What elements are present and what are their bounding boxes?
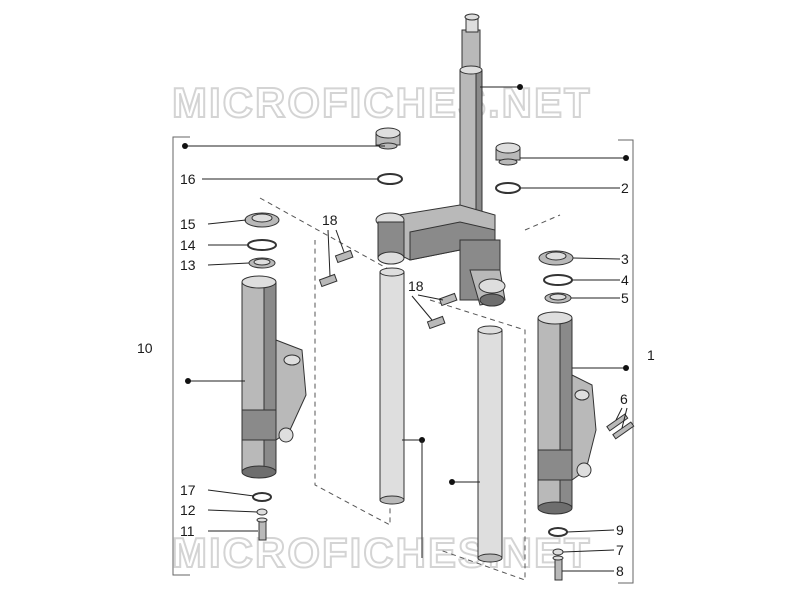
left-seal-stack-part	[244, 212, 280, 269]
left-bottom-hardware-part	[252, 492, 272, 541]
callout-3: 3	[621, 251, 629, 267]
bracket-group-10	[172, 136, 190, 576]
callout-14: 14	[180, 237, 196, 253]
callout-10: 10	[137, 340, 153, 356]
callout-2: 2	[621, 180, 629, 196]
left-top-cap-part	[375, 127, 401, 150]
dashed-box-left	[259, 197, 391, 526]
callout-9: 9	[616, 522, 624, 538]
right-fork-tube-part	[477, 325, 503, 563]
bracket-group-1	[618, 139, 634, 584]
callout-12: 12	[180, 502, 196, 518]
leader-lines	[182, 84, 629, 572]
callout-1: 1	[647, 347, 655, 363]
right-seal-stack-part	[538, 250, 574, 304]
callout-13: 13	[180, 257, 196, 273]
left-oring-part	[377, 173, 403, 185]
watermark-top: MICROFICHES.NET	[172, 79, 592, 126]
callout-8: 8	[616, 563, 624, 579]
callout-4: 4	[621, 272, 629, 288]
steering-stem-part	[375, 13, 506, 307]
right-fork-leg-part	[537, 311, 597, 515]
callout-17: 17	[180, 482, 196, 498]
callout-6: 6	[620, 391, 628, 407]
callout-5: 5	[621, 290, 629, 306]
watermark-bottom: MICROFICHES.NET	[172, 529, 592, 576]
callout-18-lower: 18	[408, 278, 424, 294]
callout-11: 11	[180, 523, 195, 539]
callout-15: 15	[180, 216, 196, 232]
left-fork-tube-part	[379, 267, 405, 505]
bolts-upper-part	[318, 249, 458, 330]
left-fork-leg-part	[241, 275, 307, 479]
right-top-cap-part	[495, 142, 521, 166]
screws-6-part	[606, 413, 635, 440]
callout-18-upper: 18	[322, 212, 338, 228]
right-oring-part	[495, 182, 521, 194]
dashed-link-right	[524, 214, 561, 231]
dashed-box-right	[429, 299, 526, 581]
callout-16: 16	[180, 171, 196, 187]
callout-7: 7	[616, 542, 624, 558]
